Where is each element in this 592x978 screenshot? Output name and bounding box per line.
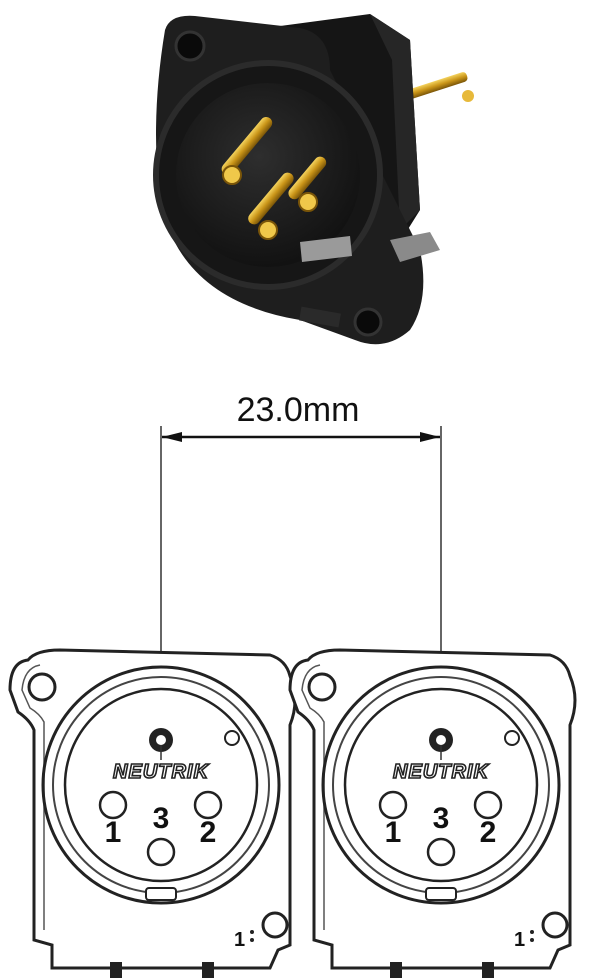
latch-slot <box>425 887 457 901</box>
pin-number-2: 2 <box>200 816 217 849</box>
contact-pin <box>221 116 273 185</box>
connector-drawing-right: 1 NEUTRIK 1 2 3 <box>288 648 577 978</box>
corner-number: 1 <box>234 929 245 951</box>
pin-number-2: 2 <box>480 816 497 849</box>
pin-number-3: 3 <box>433 802 450 835</box>
pin-hole-icon <box>146 837 176 867</box>
latch-tab <box>390 232 440 262</box>
pin-hole-icon <box>98 790 128 820</box>
mounting-hole-icon <box>174 30 206 62</box>
pin-hole-icon <box>426 837 456 867</box>
corner-number: 1 <box>514 929 525 951</box>
mounting-hole-icon <box>353 307 383 337</box>
connector-product-image <box>153 14 474 345</box>
connector-drawing-left: 1 NEUTRIK 1 2 3 <box>8 648 297 978</box>
brand-label: NEUTRIK <box>393 761 489 783</box>
pin-number-3: 3 <box>153 802 170 835</box>
brand-label: NEUTRIK <box>113 761 209 783</box>
pin-number-1: 1 <box>105 816 122 849</box>
pin-hole-icon <box>193 790 223 820</box>
pin-number-1: 1 <box>385 816 402 849</box>
pin-hole-icon <box>473 790 503 820</box>
dimension-label: 23.0mm <box>237 391 360 429</box>
contact-pin <box>288 156 327 212</box>
pin-hole-icon <box>378 790 408 820</box>
latch-slot <box>145 887 177 901</box>
front-face <box>176 83 360 267</box>
contact-pin <box>248 172 294 240</box>
